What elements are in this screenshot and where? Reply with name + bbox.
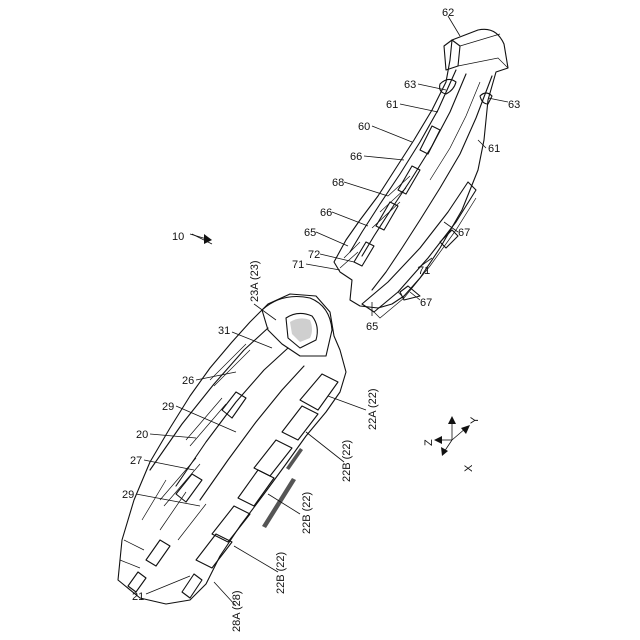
label-65b: 65: [366, 321, 378, 333]
axis-label-x: X: [463, 464, 475, 472]
axis-label-y: Y: [469, 416, 481, 424]
label-61b: 61: [488, 143, 500, 155]
label-10: 10: [172, 231, 184, 243]
axis-label-z: Z: [423, 439, 435, 446]
label-66b: 66: [320, 207, 332, 219]
label-71a: 71: [292, 259, 304, 271]
label-28A: 28A (28): [231, 590, 243, 632]
label-71b: 71: [418, 265, 430, 277]
label-21: 21: [132, 591, 144, 603]
assembly-arrowhead: [204, 234, 212, 244]
label-29b: 29: [122, 489, 134, 501]
label-67a: 67: [458, 227, 470, 239]
label-65a: 65: [304, 227, 316, 239]
label-31: 31: [218, 325, 230, 337]
label-63a: 63: [404, 79, 416, 91]
label-60: 60: [358, 121, 370, 133]
label-68: 68: [332, 177, 344, 189]
label-26: 26: [182, 375, 194, 387]
label-22Ba: 22B (22): [341, 440, 353, 482]
label-22Bb: 22B (22): [301, 492, 313, 534]
label-29a: 29: [162, 401, 174, 413]
label-66a: 66: [350, 151, 362, 163]
label-62: 62: [442, 7, 454, 19]
axis-triad: [434, 416, 470, 456]
leader-lines: [136, 16, 508, 606]
label-61a: 61: [386, 99, 398, 111]
label-22Bc: 22B (22): [275, 552, 287, 594]
label-22Aa: 22A (22): [367, 388, 379, 430]
label-27: 27: [130, 455, 142, 467]
label-23A: 23A (23): [249, 260, 261, 302]
label-72: 72: [308, 249, 320, 261]
connector-housing-20: [118, 294, 346, 604]
label-20: 20: [136, 429, 148, 441]
reference-labels: 10 62 63 63 61 61 60 66 66 68 65 65 67 6…: [122, 7, 520, 632]
label-67b: 67: [420, 297, 432, 309]
label-63b: 63: [508, 99, 520, 111]
